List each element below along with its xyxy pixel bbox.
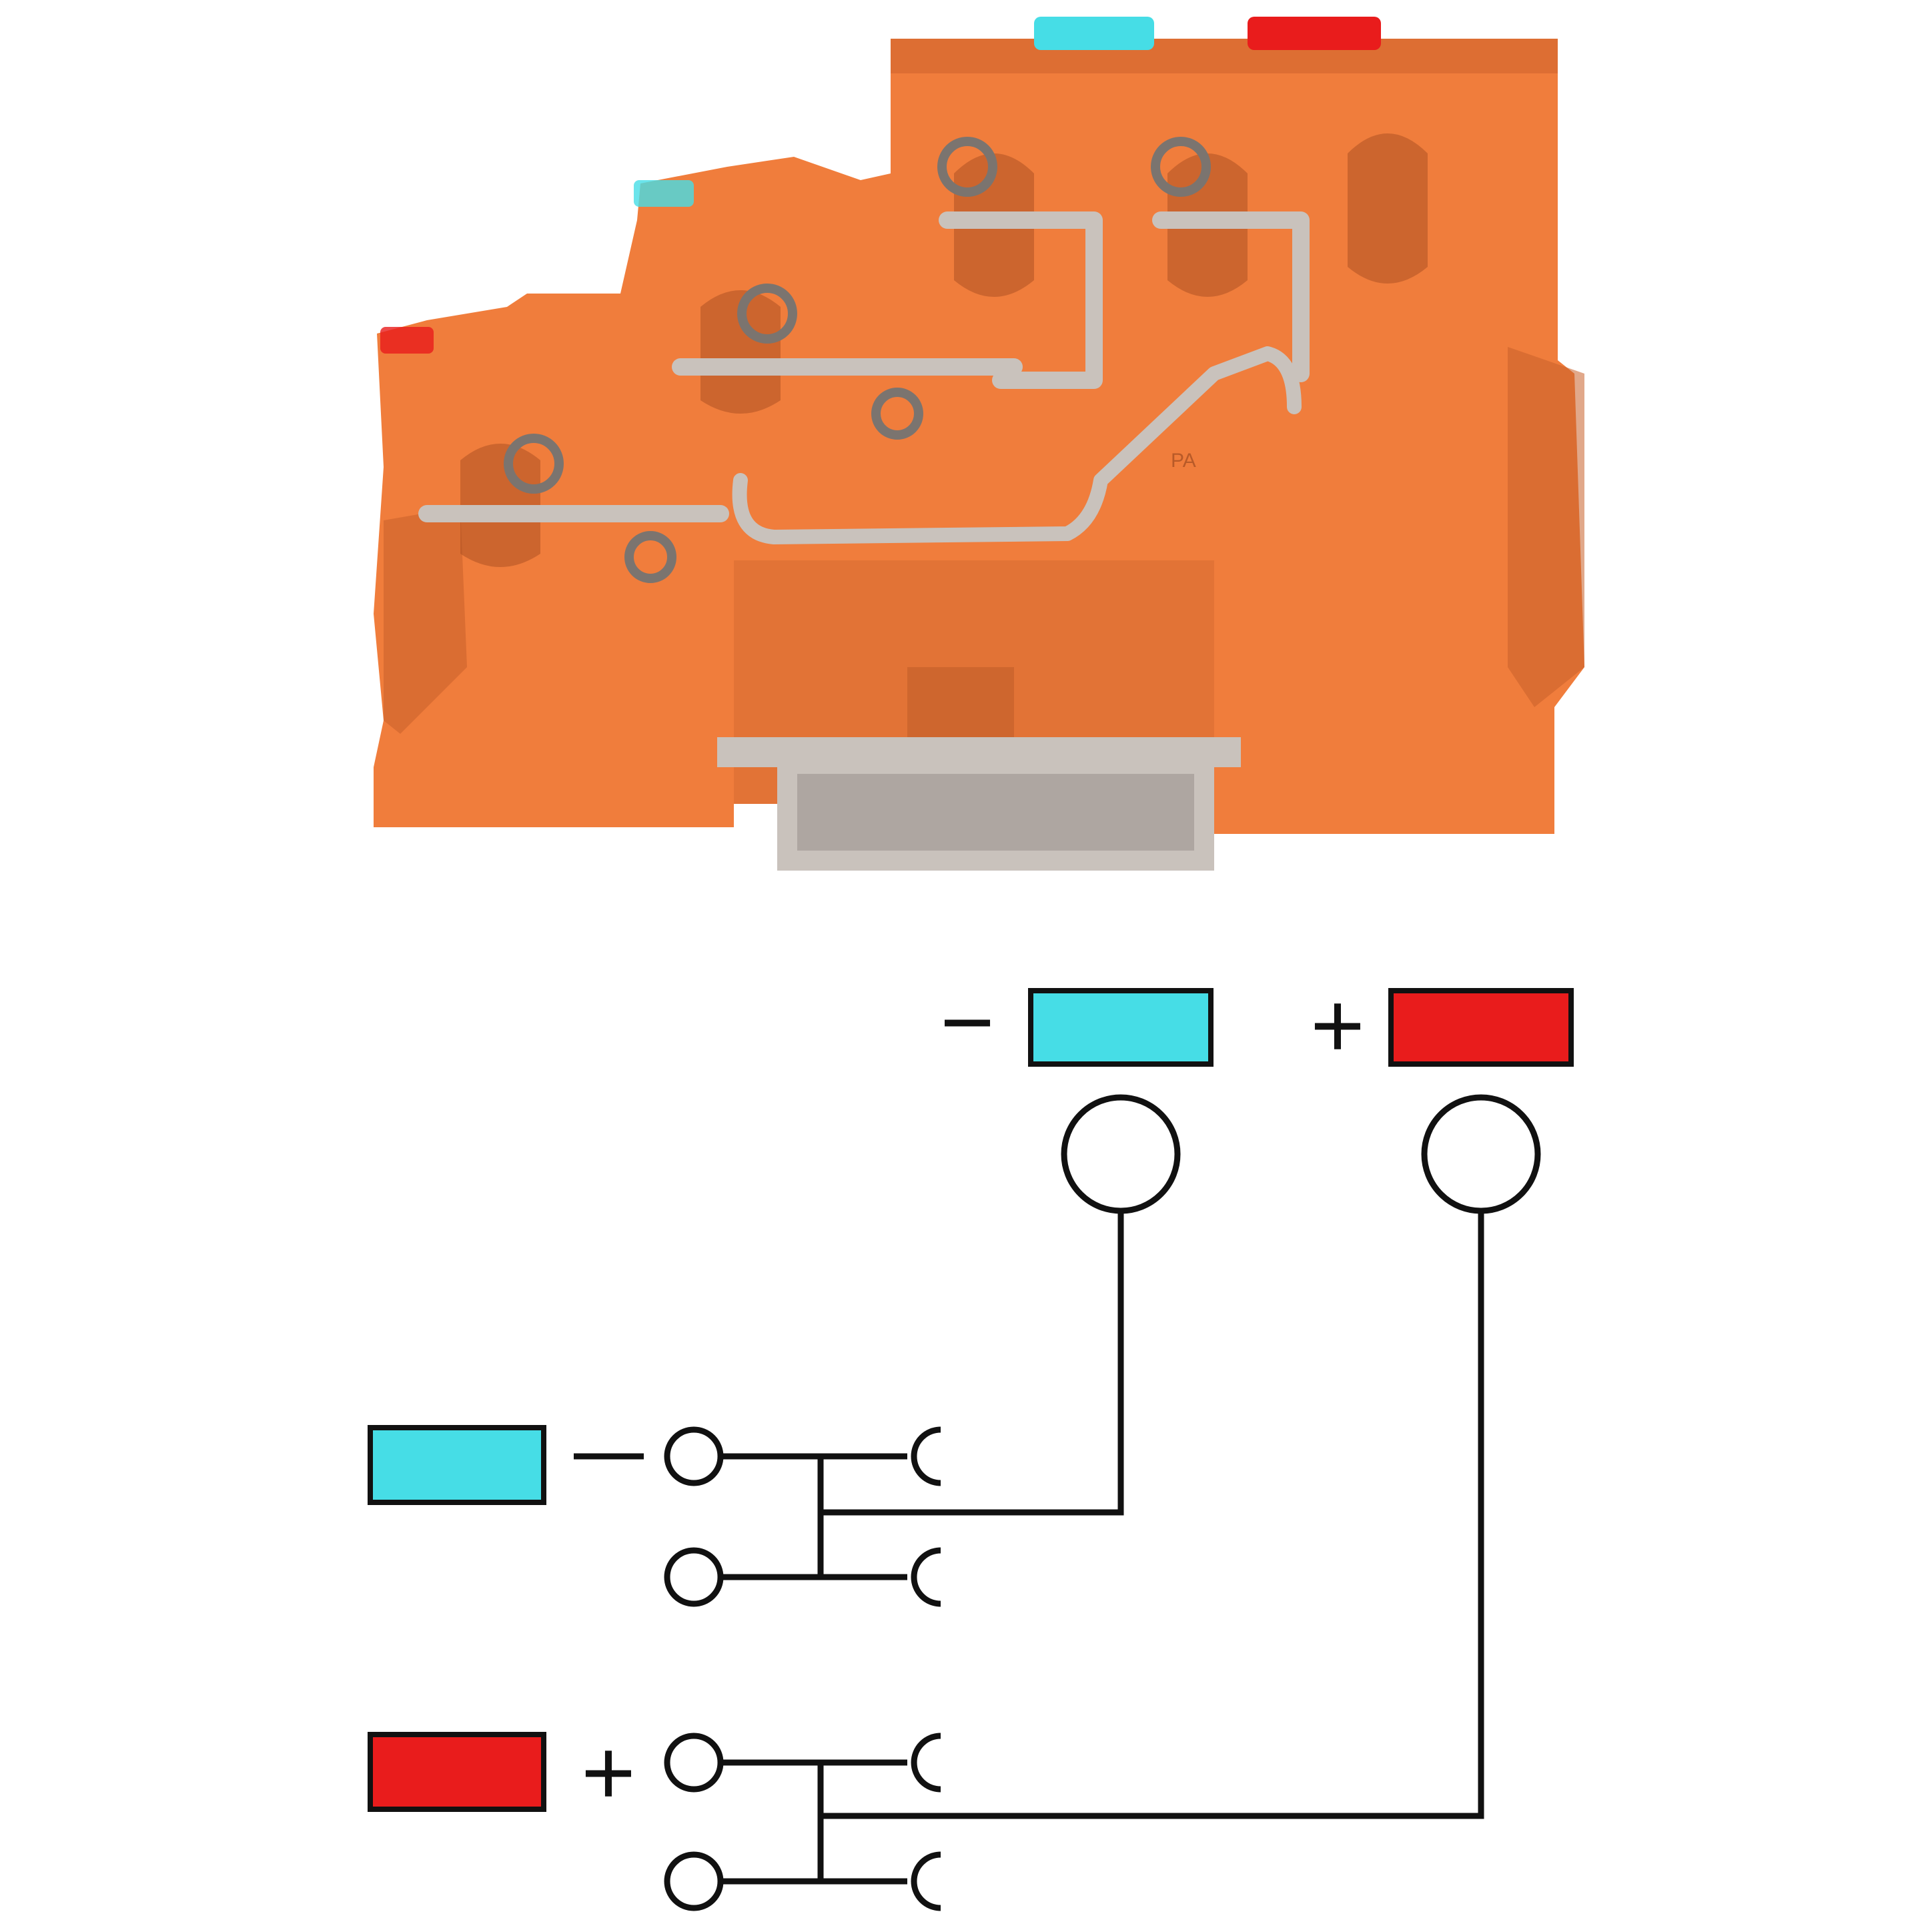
metal-parts [418,137,1310,583]
top-positive-sign: + [1310,973,1365,1077]
positive-group-marker [368,1732,546,1812]
positive-spring-2 [911,1851,941,1911]
housing-shadow-left [384,507,467,734]
top-negative-connector [1061,1094,1181,1214]
terminal-block: PA [374,17,1584,871]
positive-wire [821,1211,1484,1819]
negative-wire [821,1211,1124,1516]
terminal-block-photo: PA [374,17,1584,871]
housing-body [374,39,1584,834]
top-blue-marker [1034,17,1154,50]
top-negative-sign: − [940,969,995,1074]
molded-label: PA [1171,450,1196,472]
left-red-marker [380,327,434,354]
positive-connection-2 [664,1851,724,1911]
top-red-marker [1248,17,1381,50]
positive-spring-1 [911,1733,941,1793]
housing-shadow-right [1508,347,1584,707]
top-negative-terminal: − [940,969,1214,1214]
din-rail-slot [797,774,1194,851]
positive-group-sign: + [581,1720,636,1825]
din-rail-clip [717,737,1241,871]
top-negative-marker [1028,988,1214,1067]
negative-connection-2 [664,1547,724,1607]
top-positive-terminal: + [1310,973,1574,1214]
mid-blue-marker [634,180,694,207]
wiring-schematic: − + − + [368,969,1574,1911]
housing-shadow-top [891,39,1558,73]
positive-group: + [368,1720,941,1911]
negative-connection-1 [664,1426,724,1486]
top-positive-marker [1388,988,1574,1067]
negative-group: − [368,1425,941,1607]
positive-connection-1 [664,1733,724,1793]
negative-group-marker [368,1425,546,1505]
negative-spring-1 [911,1426,941,1486]
negative-spring-2 [911,1547,941,1607]
top-positive-connector [1421,1094,1541,1214]
